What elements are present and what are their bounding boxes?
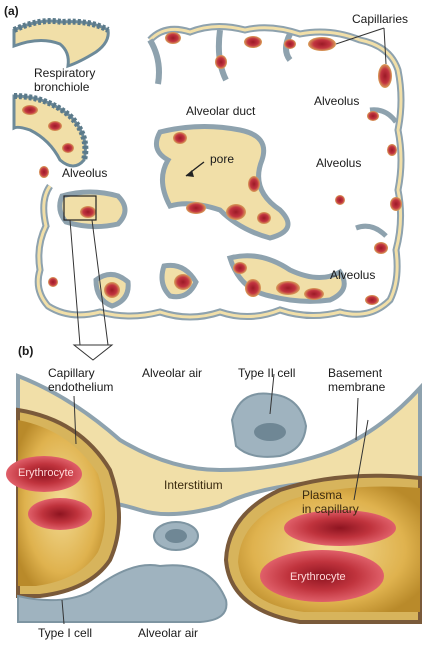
capillaries-leader	[335, 27, 387, 65]
label-alveolus-right-mid: Alveolus	[316, 156, 362, 170]
label-erythrocyte-left: Erythrocyte	[18, 467, 74, 479]
label-pore: pore	[210, 152, 235, 166]
label-alveolus-right-top: Alveolus	[314, 94, 360, 108]
label-basement-line1: Basement	[328, 366, 383, 380]
label-respiratory-line1: Respiratory	[34, 66, 96, 80]
zoom-indicator	[69, 219, 109, 346]
bronchiole-upper	[12, 19, 110, 69]
inset-box	[63, 195, 97, 221]
label-endothelium-line1: Capillary	[48, 366, 95, 380]
erythrocyte-right-cell-lower	[260, 550, 384, 602]
septum-center	[153, 123, 291, 241]
panel-b-leaders	[61, 373, 369, 625]
label-alveolar-air-top: Alveolar air	[142, 366, 203, 380]
label-type-i-cell: Type I cell	[38, 626, 93, 640]
panel-b-illustration	[6, 362, 422, 625]
label-erythrocyte-right: Erythrocyte	[290, 571, 346, 583]
label-plasma-line1: Plasma	[302, 488, 343, 502]
panel-a-illustration	[12, 18, 405, 361]
label-plasma-line2: in capillary	[302, 502, 359, 516]
label-respiratory-line2: bronchiole	[34, 80, 90, 94]
label-alveolar-duct: Alveolar duct	[186, 104, 256, 118]
septum-right	[355, 107, 399, 238]
capillaries-panel-a	[39, 32, 402, 305]
label-interstitium: Interstitium	[164, 478, 223, 492]
label-capillaries: Capillaries	[352, 12, 409, 26]
panel-a-letter: (a)	[4, 4, 19, 18]
erythrocyte-left-cell	[6, 456, 82, 492]
erythrocyte-right-cell-upper	[284, 510, 396, 546]
upper-wall	[18, 362, 420, 451]
label-type-ii-cell: Type II cell	[238, 366, 296, 380]
type-i-cell-shape	[17, 564, 228, 623]
septum-bottom-left	[93, 262, 199, 309]
label-basement-line2: membrane	[328, 380, 386, 394]
label-alveolar-air-bottom: Alveolar air	[138, 626, 199, 640]
label-endothelium-line2: endothelium	[48, 380, 114, 394]
panel-b-letter: (b)	[18, 344, 34, 358]
label-alveolus-left: Alveolus	[62, 166, 108, 180]
label-alveolus-bottom: Alveolus	[330, 268, 376, 282]
